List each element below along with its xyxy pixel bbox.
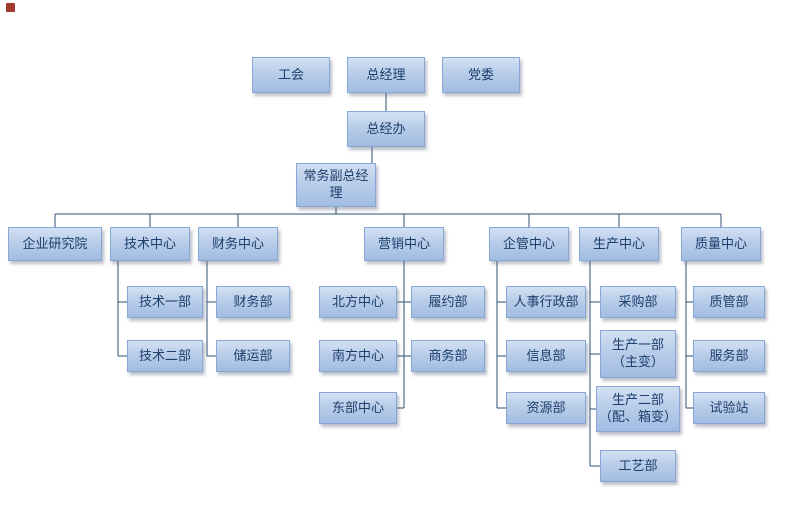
node-finance-dept: 财务部 <box>216 286 290 318</box>
node-south-center: 南方中心 <box>319 340 397 372</box>
node-north-center: 北方中心 <box>319 286 397 318</box>
node-production-dept2: 生产二部（配、箱变） <box>596 386 680 432</box>
node-gm-office: 总经办 <box>347 111 425 147</box>
node-deputy-gm: 常务副总经理 <box>296 163 376 207</box>
node-tech-center: 技术中心 <box>110 227 190 261</box>
node-production-dept1: 生产一部（主变） <box>600 330 676 378</box>
node-service-dept: 服务部 <box>693 340 765 372</box>
node-quality-mgmt-dept: 质管部 <box>693 286 765 318</box>
node-tech-dept2: 技术二部 <box>127 340 203 372</box>
node-resource-dept: 资源部 <box>506 392 586 424</box>
node-mgmt-center: 企管中心 <box>489 227 569 261</box>
node-contract-dept: 履约部 <box>411 286 485 318</box>
node-quality-center: 质量中心 <box>681 227 761 261</box>
node-production-center: 生产中心 <box>579 227 659 261</box>
node-finance-center: 财务中心 <box>198 227 278 261</box>
node-union: 工会 <box>252 57 330 93</box>
corner-artifact <box>6 3 15 12</box>
node-test-station: 试验站 <box>693 392 765 424</box>
node-storage-dept: 储运部 <box>216 340 290 372</box>
node-tech-dept1: 技术一部 <box>127 286 203 318</box>
node-marketing-center: 营销中心 <box>364 227 444 261</box>
node-general-manager: 总经理 <box>347 57 425 93</box>
node-info-dept: 信息部 <box>506 340 586 372</box>
node-purchasing-dept: 采购部 <box>600 286 676 318</box>
node-hr-admin-dept: 人事行政部 <box>506 286 586 318</box>
node-commerce-dept: 商务部 <box>411 340 485 372</box>
node-research-institute: 企业研究院 <box>8 227 102 261</box>
node-party-committee: 党委 <box>442 57 520 93</box>
node-process-dept: 工艺部 <box>600 450 676 482</box>
node-east-center: 东部中心 <box>319 392 397 424</box>
